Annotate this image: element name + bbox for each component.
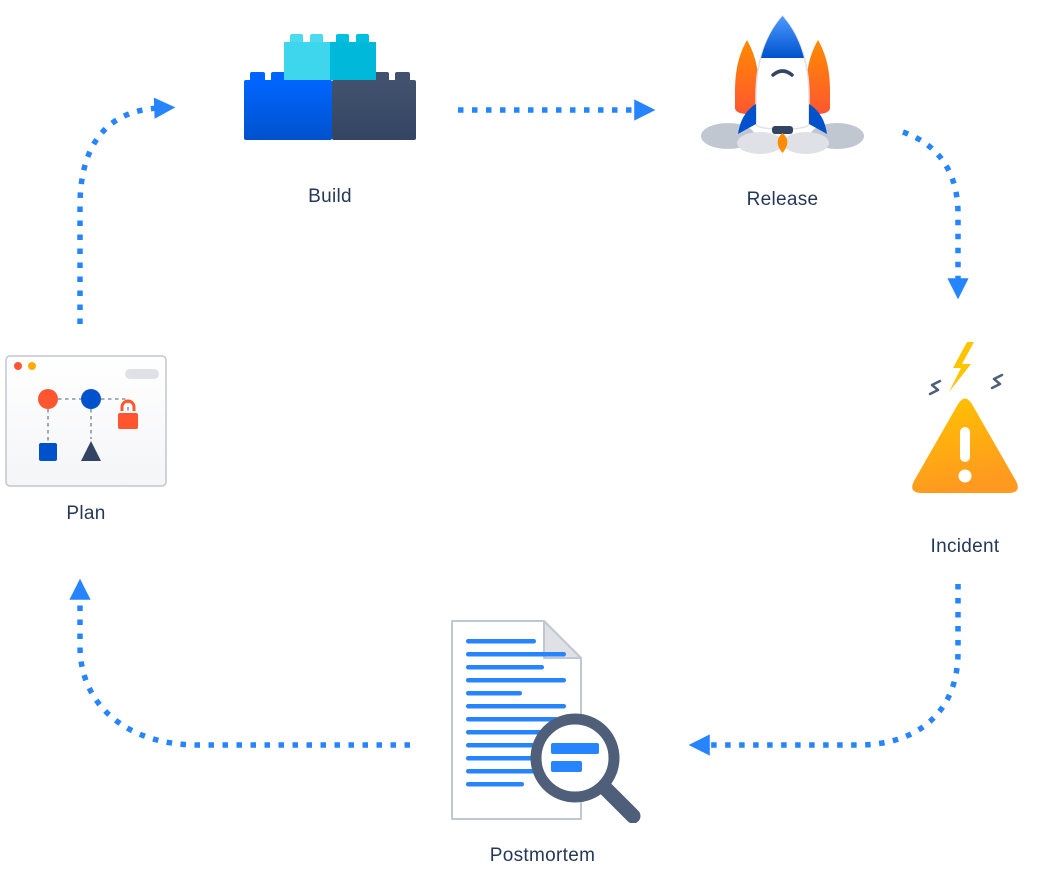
warning-triangle-icon: [912, 342, 1018, 493]
smoke-clouds: [701, 123, 864, 154]
document-text-lines: [466, 639, 566, 787]
stage-label-build: Build: [308, 186, 352, 207]
stage-label-plan: Plan: [66, 503, 106, 524]
flowchart-connectors: [47, 398, 129, 441]
magnifying-glass: [530, 713, 641, 823]
stage-release: Release: [700, 12, 865, 211]
arrow-release-to-incident: [902, 129, 969, 300]
stage-build: Build: [244, 28, 416, 208]
crash-squiggles: [928, 373, 1004, 396]
dark-brick: [332, 72, 416, 140]
rocket-icon: [701, 14, 864, 154]
blue-brick: [244, 72, 332, 140]
window-controls: [14, 362, 159, 379]
document-magnifier-icon: [451, 620, 641, 823]
flowchart-window-icon: [5, 355, 167, 487]
stage-postmortem: Postmortem: [440, 618, 645, 867]
lightning-bolt: [949, 342, 974, 392]
arrow-incident-to-postmortem: [688, 584, 961, 756]
exclamation-mark: [958, 427, 972, 483]
boosters: [735, 40, 830, 114]
fins-and-flame: [738, 104, 827, 153]
stage-label-incident: Incident: [930, 536, 1000, 557]
rocket-body: [755, 14, 810, 130]
building-blocks-icon: [244, 34, 416, 140]
stage-plan: Plan: [5, 355, 167, 525]
stage-label-release: Release: [746, 189, 819, 210]
flowchart-nodes: [38, 389, 138, 461]
teal-bricks: [284, 34, 376, 80]
arrow-postmortem-to-plan: [69, 578, 410, 748]
stage-label-postmortem: Postmortem: [489, 845, 596, 866]
stage-incident: Incident: [904, 342, 1026, 558]
arrow-plan-to-build: [77, 97, 176, 324]
